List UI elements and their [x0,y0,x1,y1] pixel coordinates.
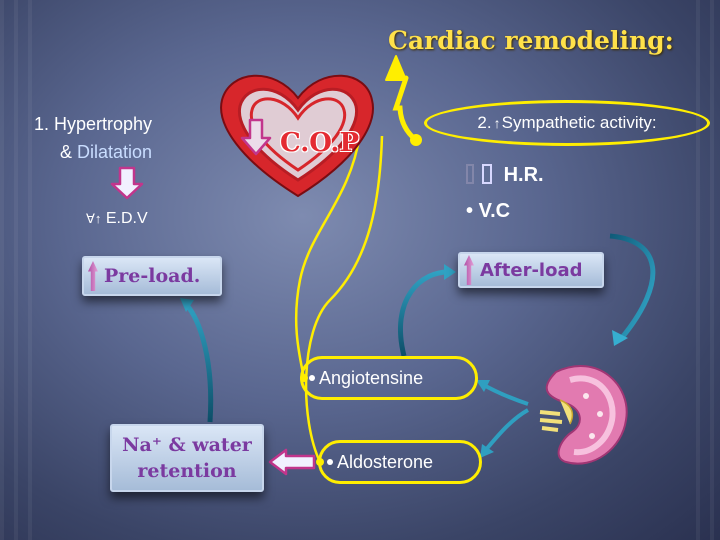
up-arrow-icon [464,255,474,285]
preload-box: Pre-load. [82,256,222,296]
page-title: Cardiac remodeling: [388,26,674,55]
sympathetic-prefix: 2. [477,113,492,132]
sympathetic-label: Sympathetic activity: [501,113,657,132]
bullet-dot [309,375,315,381]
dilatation-text: Dilatation [77,142,153,162]
ampersand-text: & [60,142,73,162]
missing-glyph-icon [466,164,474,184]
heart-label: C.O.P [280,128,360,158]
afterload-box: After-load [458,252,604,288]
edv-label: ∀↑ E.D.V [86,210,148,228]
hypertrophy-label: 1. Hypertrophy [34,114,153,134]
kidney-angiotensine-arrow [481,382,529,406]
heart-icon [220,74,374,198]
down-arrow-icon [110,166,144,200]
kidney-aldosterone-arrow [482,408,530,454]
yellow-up-arrow-icon [385,55,422,146]
afterload-text: After-load [480,259,583,281]
kidney-icon [539,365,628,465]
up-arrow-icon: ↑ [493,115,501,131]
sympathetic-aldosterone-connector [304,135,384,463]
sympathetic-activity-oval: 2. ↑ Sympathetic activity: [424,100,710,146]
preload-text: Pre-load. [104,265,201,287]
afterload-kidney-arrow [609,233,656,342]
angiotensine-text: Angiotensine [319,367,424,388]
vc-bullet-dot: • [466,200,474,222]
sodium-line1: Na⁺ & water [122,434,252,456]
bullet-dot [327,459,333,465]
edv-text: E.D.V [105,210,148,227]
angiotensine-afterload-arrow [397,269,453,357]
aldosterone-text: Aldosterone [337,451,434,472]
heart-down-arrow-icon [240,118,272,156]
up-arrow-icon [88,261,98,291]
dilatation-label: & Dilatation [60,142,152,163]
hr-bullet: H.R. [466,164,544,187]
heart-angiotensine-connector [294,133,362,379]
box-bullet-icon [482,164,492,184]
left-arrow-icon [268,448,316,476]
hr-text: H.R. [503,164,544,186]
sodium-line2: retention [137,460,237,482]
vc-bullet: • V.C [466,200,510,223]
aldosterone-oval: Aldosterone [318,440,482,484]
vc-text: V.C [478,200,511,222]
angiotensine-oval: Angiotensine [300,356,478,400]
sodium-preload-arrow [184,302,214,423]
edv-symbol: ∀↑ [86,211,102,226]
sodium-retention-box: Na⁺ & water retention [110,424,264,492]
